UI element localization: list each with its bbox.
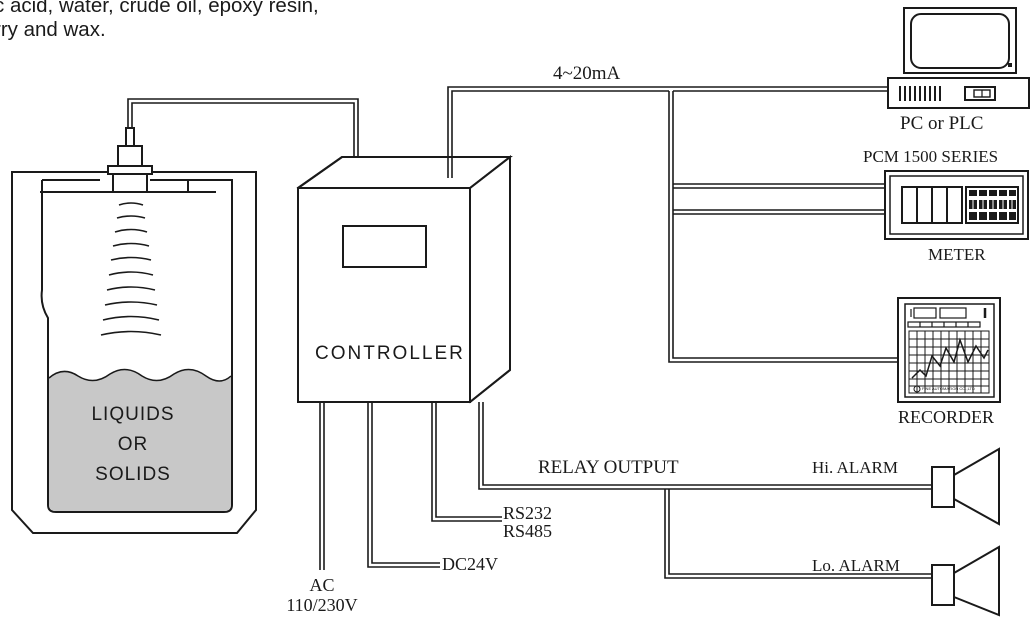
ac-power-label-line-2: 110/230V [286, 595, 358, 615]
controller-box [296, 154, 513, 404]
liquid-fill [49, 369, 231, 511]
sensor-cable [127, 98, 359, 178]
comms-label-rs485: RS485 [503, 521, 553, 541]
meter-device [884, 170, 1029, 240]
analog-output-label: 4~20mA [553, 63, 621, 84]
pc-device [887, 7, 1030, 109]
pc-label: PC or PLC [900, 113, 984, 134]
ac-power-label-line-1: AC [309, 575, 335, 595]
lo-alarm-horn [931, 545, 1000, 617]
controller-label: CONTROLLER [315, 343, 465, 364]
analog-bus [668, 91, 898, 363]
meter-series-label: PCM 1500 SERIES [863, 147, 999, 166]
recorder-brand-label: FINE AUTOMATION CO.,LTD [922, 386, 975, 391]
relay-output-label: RELAY OUTPUT [538, 457, 679, 478]
intro-line-2: rry and wax. [0, 18, 106, 41]
tank-label-line-1: LIQUIDS [91, 404, 175, 425]
controller-display [342, 225, 427, 268]
recorder-chart-grid [908, 330, 990, 394]
analog-output-cable [447, 86, 887, 178]
ultrasonic-sensor [107, 127, 153, 193]
intro-line-1: c acid, water, crude oil, epoxy resin, [0, 0, 319, 17]
ac-power-label: AC 110/230V [272, 575, 372, 615]
bottom-cables [319, 402, 932, 579]
hi-alarm-horn [931, 447, 1000, 526]
recorder-label: RECORDER [898, 407, 995, 427]
dc-power-label: DC24V [442, 554, 499, 574]
tank-label-line-2: OR [117, 434, 149, 455]
comms-label-rs232: RS232 [503, 503, 553, 523]
tank-label: LIQUIDS OR SOLIDS [88, 400, 178, 490]
comms-label: RS232 RS485 [503, 504, 552, 540]
tank-label-line-3: SOLIDS [95, 464, 171, 485]
meter-label: METER [928, 245, 986, 264]
recorder-trace [911, 337, 989, 379]
intro-text: c acid, water, crude oil, epoxy resin, r… [0, 0, 444, 42]
recorder-device [897, 297, 1001, 403]
hi-alarm-label: Hi. ALARM [812, 458, 898, 477]
ultrasonic-waves [100, 202, 162, 336]
tank [11, 171, 257, 534]
lo-alarm-label: Lo. ALARM [812, 556, 900, 575]
